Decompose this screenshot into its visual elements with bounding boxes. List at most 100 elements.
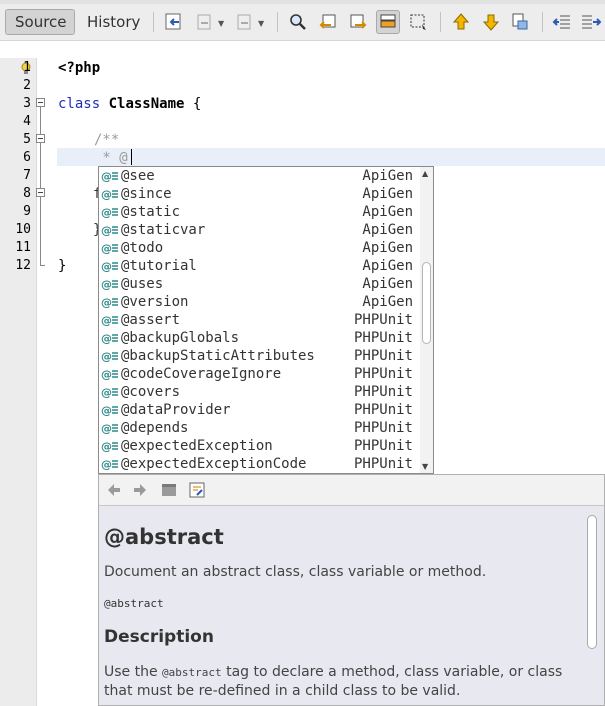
hint-bulb-icon[interactable] xyxy=(20,61,32,75)
text-cursor xyxy=(131,149,132,165)
line-number: 10 xyxy=(15,222,31,237)
svg-text:@: @ xyxy=(101,440,112,453)
completion-scrollbar[interactable]: ▲ ▼ xyxy=(420,167,433,473)
forward-dropdown-icon[interactable]: ▼ xyxy=(258,19,265,28)
doc-summary: Document an abstract class, class variab… xyxy=(104,564,487,580)
code-class-declaration[interactable]: class ClassName { xyxy=(58,95,201,113)
go-to-source-icon[interactable] xyxy=(188,481,206,499)
completion-item[interactable]: @@backupGlobals PHPUnit xyxy=(99,329,419,347)
doc-tag-syntax: @abstract xyxy=(104,597,164,610)
back-icon[interactable] xyxy=(194,11,216,33)
code-doc-comment-line[interactable]: * @ xyxy=(94,150,128,166)
find-next-icon[interactable] xyxy=(347,11,369,33)
svg-text:@: @ xyxy=(101,404,112,417)
class-name: ClassName xyxy=(108,96,185,112)
completion-item-source: PHPUnit xyxy=(353,456,413,472)
shift-left-icon[interactable] xyxy=(552,11,574,33)
completion-item-source: PHPUnit xyxy=(353,330,413,346)
toggle-bookmark-icon[interactable] xyxy=(509,11,531,33)
open-in-browser-icon[interactable] xyxy=(160,481,178,499)
doc-body-text: Use the xyxy=(104,664,163,680)
completion-item-name: @depends xyxy=(121,420,189,436)
annotation-tag-icon: @ xyxy=(101,295,119,309)
annotation-tag-icon: @ xyxy=(101,259,119,273)
annotation-tag-icon: @ xyxy=(101,331,119,345)
completion-item-source: ApiGen xyxy=(362,168,413,184)
svg-text:@: @ xyxy=(101,386,112,399)
completion-scroll-thumb[interactable] xyxy=(422,262,431,344)
doc-forward-icon[interactable] xyxy=(131,481,149,499)
next-bookmark-icon[interactable] xyxy=(480,11,502,33)
completion-item-name: @staticvar xyxy=(121,222,206,238)
svg-text:@: @ xyxy=(101,242,112,255)
annotation-tag-icon: @ xyxy=(101,349,119,363)
find-previous-icon[interactable] xyxy=(317,11,339,33)
last-edit-icon[interactable] xyxy=(163,11,185,33)
toolbar-separator xyxy=(153,12,154,32)
back-dropdown-icon[interactable]: ▼ xyxy=(218,19,225,28)
toolbar-top-strip xyxy=(0,0,605,4)
completion-item-source: ApiGen xyxy=(362,258,413,274)
doc-title: @abstract xyxy=(104,525,224,549)
tab-history[interactable]: History xyxy=(87,13,141,31)
svg-text:@: @ xyxy=(101,458,112,471)
completion-item-source: PHPUnit xyxy=(353,438,413,454)
annotation-tag-icon: @ xyxy=(101,439,119,453)
completion-item-source: PHPUnit xyxy=(353,348,413,364)
completion-item-name: @assert xyxy=(121,312,181,328)
tab-source[interactable]: Source xyxy=(5,9,75,35)
previous-bookmark-icon[interactable] xyxy=(450,11,472,33)
completion-item-name: @uses xyxy=(121,276,164,292)
completion-item-name: @backupGlobals xyxy=(121,330,240,346)
scroll-up-icon[interactable]: ▲ xyxy=(422,169,429,178)
toolbar-separator xyxy=(440,12,441,32)
fold-class-icon[interactable] xyxy=(36,98,45,107)
find-icon[interactable] xyxy=(287,11,309,33)
svg-text:@: @ xyxy=(101,368,112,381)
completion-item-source: PHPUnit xyxy=(353,420,413,436)
toggle-highlight-search-icon[interactable] xyxy=(376,10,400,34)
completion-item-name: @dataProvider xyxy=(121,402,231,418)
fold-function-icon[interactable] xyxy=(36,188,45,197)
doc-back-icon[interactable] xyxy=(105,481,123,499)
toggle-rectangular-selection-icon[interactable] xyxy=(408,11,430,33)
annotation-tag-icon: @ xyxy=(101,313,119,327)
code-doc-comment-start[interactable]: /** xyxy=(94,132,120,148)
code-fragment-behind-popup: } xyxy=(93,221,101,239)
annotation-tag-icon: @ xyxy=(101,169,119,183)
documentation-scrollbar[interactable] xyxy=(584,505,600,706)
scroll-down-icon[interactable]: ▼ xyxy=(422,462,429,471)
code-php-open-tag[interactable]: <?php xyxy=(58,60,101,76)
shift-right-icon[interactable] xyxy=(580,11,602,33)
forward-icon[interactable] xyxy=(234,11,256,33)
line-number-gutter xyxy=(0,58,37,706)
annotation-tag-icon: @ xyxy=(101,205,119,219)
editor-toolbar: Source History ▼ ▼ xyxy=(0,0,605,41)
documentation-scroll-thumb[interactable] xyxy=(587,515,597,649)
line-number: 8 xyxy=(23,186,31,201)
fold-comment-icon[interactable] xyxy=(36,134,45,143)
annotation-tag-icon: @ xyxy=(101,241,119,255)
code-close-brace[interactable]: } xyxy=(58,258,67,274)
svg-text:@: @ xyxy=(101,260,112,273)
doc-section-heading: Description xyxy=(104,627,214,647)
svg-text:@: @ xyxy=(101,314,112,327)
svg-text:@: @ xyxy=(101,278,112,291)
